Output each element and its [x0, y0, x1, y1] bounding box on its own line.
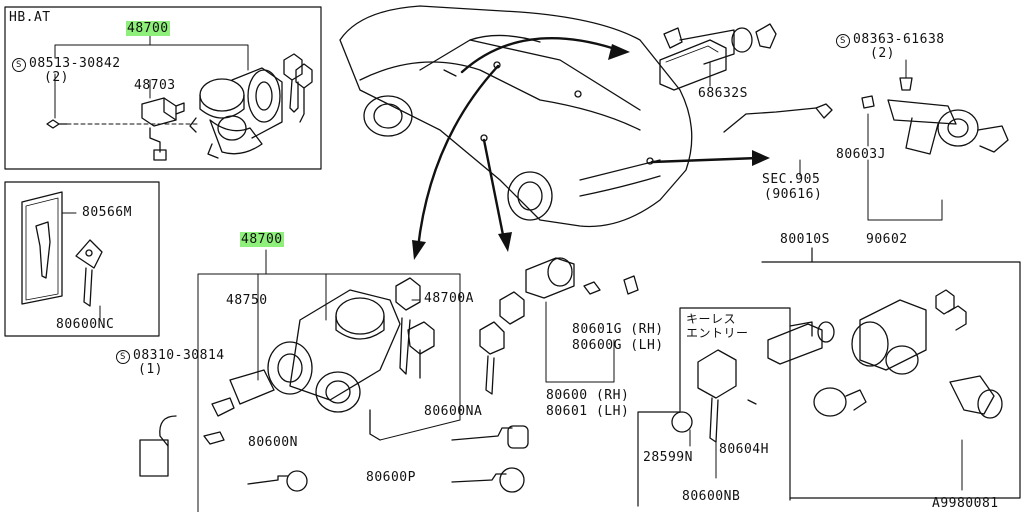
s-circle-icon: S: [116, 350, 130, 364]
part-label-80566m[interactable]: 80566M: [82, 205, 132, 220]
part-label-80600nc[interactable]: 80600NC: [56, 317, 115, 332]
door-lock-icon: [813, 375, 1003, 419]
ignition-switch-icon: [139, 289, 401, 477]
keyblank-box: [4, 181, 160, 337]
keyless-title-line1: キーレス: [686, 312, 737, 326]
rod-icon: [723, 103, 833, 133]
bolt-qty-hb-at: (2): [44, 70, 69, 85]
bolt-qty-main: (1): [138, 362, 163, 377]
hb-at-box: [4, 6, 322, 170]
key-icon: [395, 277, 435, 379]
trunk-lock-icon: [767, 321, 835, 365]
rear-cylinder-icon: [861, 59, 1009, 155]
part-number: 08513-30842: [29, 56, 121, 71]
part-number: 08363-61638: [853, 32, 945, 47]
part-label-80601g-rh[interactable]: 80601G (RH): [572, 322, 664, 337]
remote-key-icon: [671, 349, 757, 443]
part-number: 48700: [240, 232, 284, 247]
part-number: 08310-30814: [133, 348, 225, 363]
keyless-box: [637, 307, 791, 507]
part-label-48700-top[interactable]: 48700: [126, 21, 170, 36]
part-number: 48700: [126, 21, 170, 36]
part-label-48750[interactable]: 48750: [226, 293, 268, 308]
part-label-80600g-lh[interactable]: 80600G (LH): [572, 338, 664, 353]
part-label-28599n[interactable]: 28599N: [643, 450, 693, 465]
part-label-48700a[interactable]: 48700A: [424, 291, 474, 306]
part-label-80600na[interactable]: 80600NA: [424, 404, 483, 419]
diagram-code: A9980081: [932, 496, 999, 511]
bolt-icon: [46, 119, 68, 129]
section-ref-90616: (90616): [764, 187, 823, 202]
keyless-title-line2: エントリー: [686, 326, 749, 340]
part-label-90602[interactable]: 90602: [866, 232, 908, 247]
section-ref-905[interactable]: SEC.905: [762, 172, 821, 187]
trunk-lock-icon: [659, 23, 777, 91]
part-label-80603j[interactable]: 80603J: [836, 147, 886, 162]
part-label-80010s[interactable]: 80010S: [780, 232, 830, 247]
door-lock-icon: [525, 257, 639, 299]
set-kit-box: [761, 247, 1021, 499]
part-label-80601-lh[interactable]: 80601 (LH): [546, 404, 630, 419]
key-blank-icon: [247, 425, 529, 493]
key-plate-icon: [21, 191, 63, 305]
key-icon: [75, 239, 103, 307]
key-icon: [479, 291, 525, 395]
part-label-80600p[interactable]: 80600P: [366, 470, 416, 485]
part-label-48703[interactable]: 48703: [134, 78, 176, 93]
part-label-80600nb[interactable]: 80600NB: [682, 489, 741, 504]
part-label-68632s[interactable]: 68632S: [698, 86, 748, 101]
car-outline-icon: [339, 5, 693, 228]
bolt-qty-right: (2): [870, 46, 895, 61]
part-label-80600-rh[interactable]: 80600 (RH): [546, 388, 630, 403]
part-label-48700-main[interactable]: 48700: [240, 232, 284, 247]
ignition-switch-icon: [851, 289, 967, 375]
hb-at-title: HB.AT: [9, 10, 51, 25]
part-label-80604h[interactable]: 80604H: [719, 442, 769, 457]
s-circle-icon: S: [12, 58, 26, 72]
key-icon: [283, 53, 313, 123]
callout-arrows: [416, 37, 760, 250]
part-label-80600n[interactable]: 80600N: [248, 435, 298, 450]
s-circle-icon: S: [836, 34, 850, 48]
ignition-switch-icon: [189, 67, 283, 159]
lock-cylinder-icon: [141, 97, 185, 161]
